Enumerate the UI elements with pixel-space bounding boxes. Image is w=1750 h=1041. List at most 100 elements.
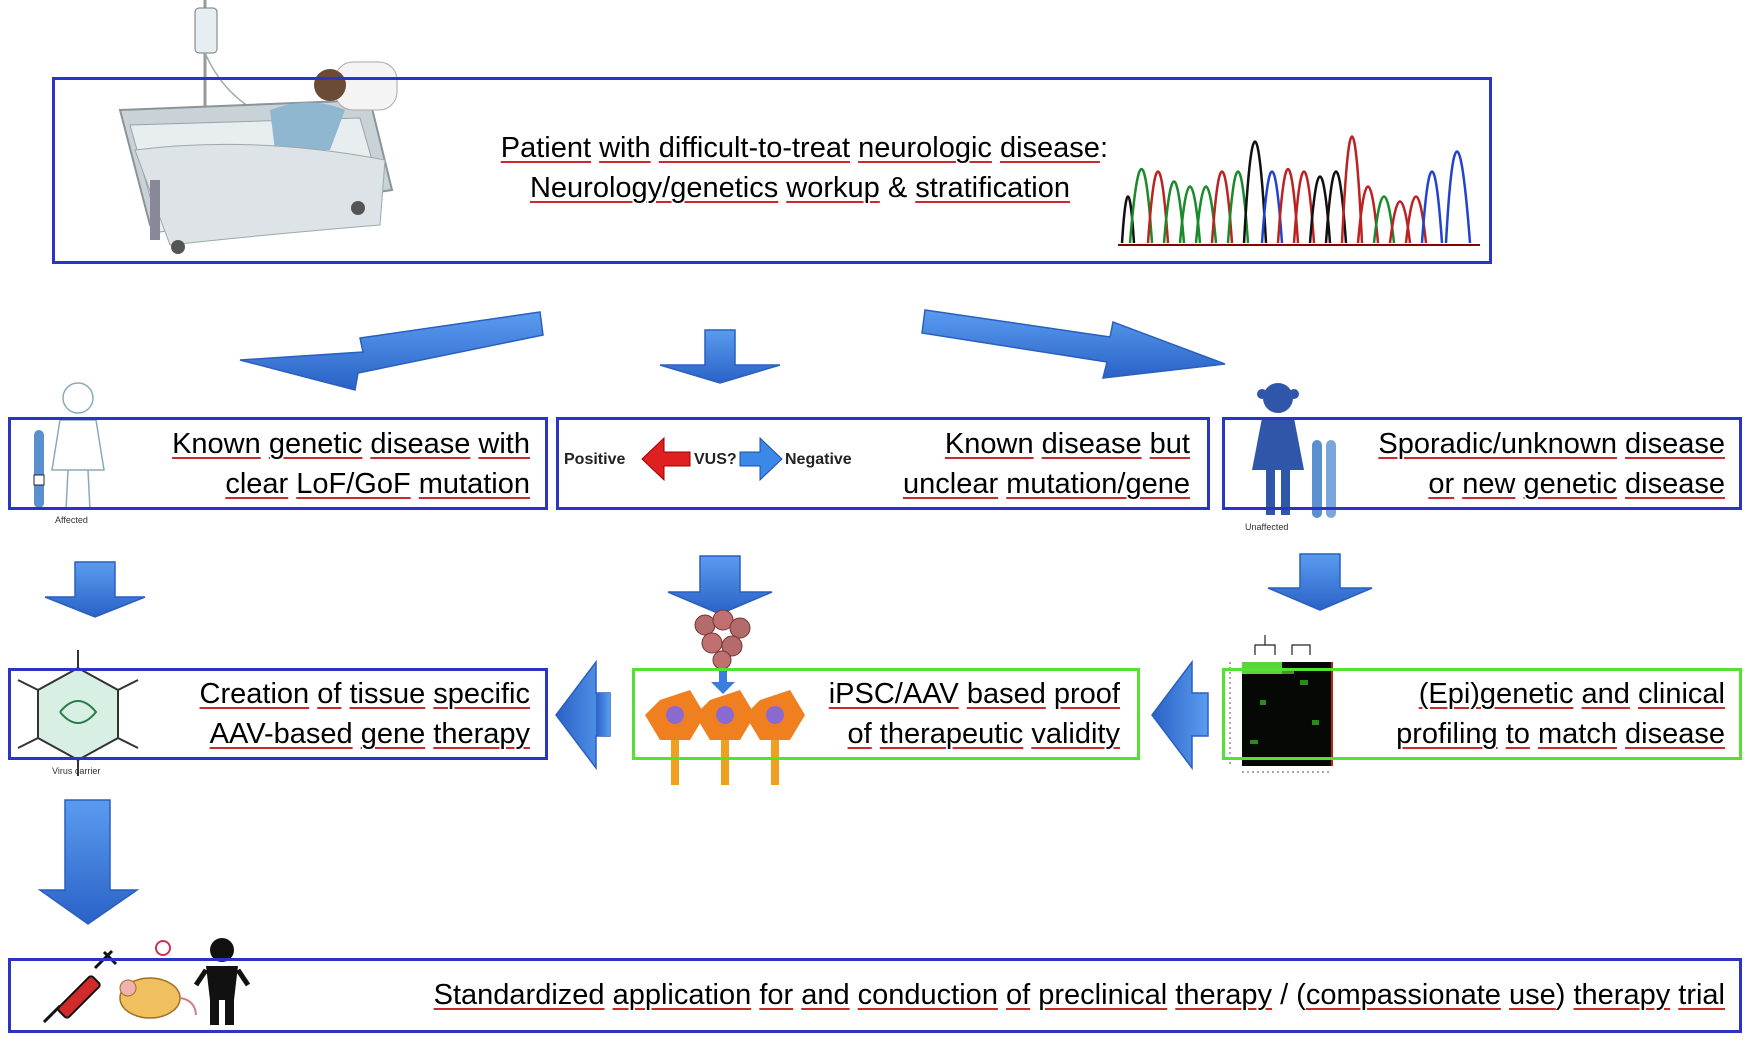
negative-label: Negative [785, 451, 852, 468]
profiling-heatmap [1229, 635, 1333, 773]
sequencing-chromatogram [1118, 135, 1480, 246]
word [998, 468, 1006, 500]
trial-line-1: Standardized application for and conduct… [250, 975, 1725, 1015]
patient-box-text: Patient with difficult-to-treat neurolog… [0, 128, 1108, 208]
word [309, 678, 317, 710]
word [959, 678, 967, 710]
word: disease [999, 132, 1100, 164]
word [605, 979, 613, 1011]
red-arrow-positive [641, 436, 691, 482]
word: to [1505, 718, 1530, 750]
positive-label: Positive [564, 451, 626, 468]
word: ) [1555, 979, 1574, 1011]
patient-line-1: Patient with difficult-to-treat neurolog… [0, 128, 1108, 168]
word [261, 428, 269, 460]
affected-person-figure [33, 382, 105, 511]
word [1046, 678, 1054, 710]
known-disease-line-2: unclear mutation/gene [850, 464, 1190, 504]
word [1034, 428, 1042, 460]
word: Standardized [433, 979, 605, 1011]
patient-box [52, 77, 1492, 264]
word: of [847, 718, 872, 750]
word: / ( [1272, 979, 1306, 1011]
word [1573, 678, 1581, 710]
aav-line-2: AAV-based gene therapy [140, 714, 530, 754]
sporadic-disease-box [1222, 417, 1742, 510]
word: and [1581, 678, 1630, 710]
word: Creation [199, 678, 310, 710]
word: gene [360, 718, 426, 750]
word [651, 132, 659, 164]
trial-text: Standardized application for and conduct… [250, 975, 1725, 1015]
word: workup [786, 172, 880, 204]
ipsc-validity-text: iPSC/AAV based proof of therapeutic vali… [790, 674, 1120, 754]
word: disease [1625, 428, 1725, 460]
ipsc-line-1: iPSC/AAV based proof [790, 674, 1120, 714]
arrow-left-to-ipsc [1151, 659, 1209, 771]
known-genetic-line-1: Known genetic disease with [100, 424, 530, 464]
arrow-down-left [44, 561, 146, 618]
word: match [1537, 718, 1617, 750]
sporadic-line-1: Sporadic/unknown disease [1320, 424, 1725, 464]
word: stratification [915, 172, 1070, 204]
word: use [1508, 979, 1556, 1011]
known-genetic-line-2: clear LoF/GoF mutation [100, 464, 530, 504]
patient-bed-illustration [118, 0, 398, 254]
arrow-left-to-aav [555, 659, 611, 771]
word [1501, 979, 1509, 1011]
known-genetic-disease-text: Known genetic disease with clear LoF/GoF… [100, 424, 530, 504]
word: based [966, 678, 1046, 710]
word [591, 132, 599, 164]
word: and [801, 979, 850, 1011]
word: (Epi)genetic [1418, 678, 1574, 710]
virus-carrier-figure [17, 650, 139, 776]
word: mutation [418, 468, 530, 500]
word [1142, 428, 1150, 460]
word [1630, 678, 1638, 710]
word: tissue [349, 678, 426, 710]
word: compassionate [1305, 979, 1501, 1011]
baby-icon [193, 938, 251, 1025]
word: validity [1031, 718, 1120, 750]
word [1617, 718, 1625, 750]
word: application [612, 979, 752, 1011]
word: profiling [1396, 718, 1498, 750]
word [998, 979, 1006, 1011]
word: clinical [1637, 678, 1725, 710]
known-disease-line-1: Known disease but [850, 424, 1190, 464]
word: disease [1625, 718, 1725, 750]
word: & [879, 172, 916, 204]
word: unclear [903, 468, 999, 500]
word: therapy [1175, 979, 1273, 1011]
word [992, 132, 1000, 164]
trial-box [8, 958, 1742, 1033]
word: disease [370, 428, 471, 460]
word [850, 979, 858, 1011]
word: but [1149, 428, 1190, 460]
affected-caption: Affected [55, 515, 88, 525]
word: neurologic [858, 132, 992, 164]
word: of [1006, 979, 1031, 1011]
word: with [599, 132, 651, 164]
patient-line-2: Neurology/genetics workup & stratificati… [0, 168, 1108, 208]
word: therapy [1573, 979, 1671, 1011]
word [353, 718, 361, 750]
word: with [478, 428, 530, 460]
word: clear [225, 468, 289, 500]
word: trial [1678, 979, 1725, 1011]
arrow-down-right [1267, 553, 1373, 611]
word: mutation/gene [1006, 468, 1190, 500]
word: disease [1625, 468, 1725, 500]
word: specific [433, 678, 530, 710]
word [850, 132, 858, 164]
word: preclinical [1038, 979, 1168, 1011]
word: of [317, 678, 342, 710]
word [793, 979, 801, 1011]
word: conduction [857, 979, 998, 1011]
word: Known [944, 428, 1034, 460]
epi-line-2: profiling to match disease [1345, 714, 1725, 754]
word [411, 468, 419, 500]
word: iPSC/AAV [828, 678, 959, 710]
aav-line-1: Creation of tissue specific [140, 674, 530, 714]
